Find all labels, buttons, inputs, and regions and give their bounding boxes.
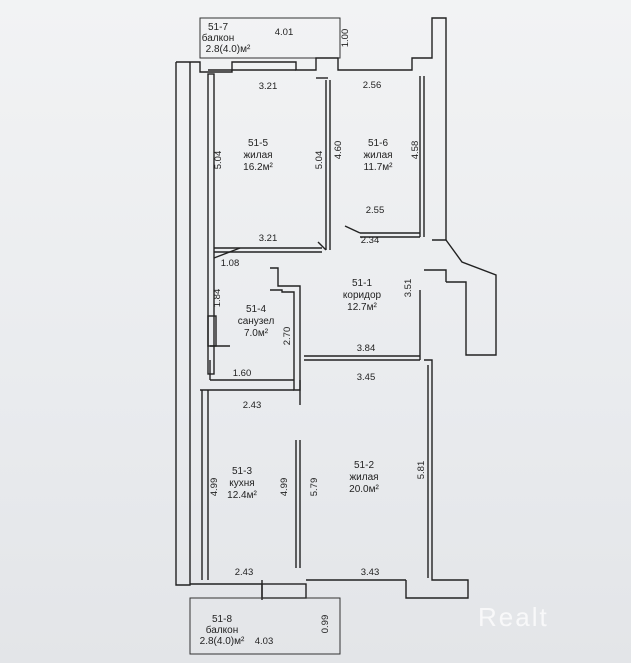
room-51-7-name: балкон [202,32,234,44]
balcony-top [199,17,341,59]
dim-k-l: 4.99 [209,478,220,497]
dim-top516: 2.56 [363,80,382,91]
room-51-2-name: жилая [349,472,378,483]
room-51-8-name: балкон [206,624,238,636]
dim-lr-r: 5.81 [416,461,427,480]
balcony-bottom [189,597,341,655]
dim-top515: 3.21 [259,81,278,92]
room-51-2-area: 20.0м² [349,484,379,495]
room-51-4-area: 7.0м² [244,328,269,339]
dim-r516: 4.58 [410,141,421,160]
dim-cor-r: 3.51 [403,279,414,298]
room-51-7-area: 2.8(4.0)м² [206,44,251,55]
dim-k-r: 4.99 [279,478,290,497]
dim-bot516: 2.55 [366,205,385,216]
dim-l516: 4.60 [333,141,344,160]
dim-san-l: 1.84 [212,289,223,308]
room-51-3-id: 51-3 [232,466,252,477]
room-51-3-name: кухня [229,478,254,489]
dim-l515: 5.04 [213,151,224,170]
dim-san-top: 1.08 [221,258,240,269]
room-51-3-area: 12.4м² [227,490,257,501]
room-51-6-name: жилая [363,150,392,161]
room-51-1-area: 12.7м² [347,302,377,313]
dim-cor-bot: 3.45 [357,372,376,383]
dim-san-bot: 1.60 [233,368,252,379]
watermark-logo: Realt [478,602,549,632]
room-51-7-id: 51-7 [208,22,228,33]
room-51-8-id: 51-8 [212,614,232,625]
dim-bot515: 3.21 [259,233,278,244]
room-51-4-id: 51-4 [246,304,266,315]
room-51-2-id: 51-2 [354,460,374,471]
dim-bot516b: 2.34 [361,235,380,246]
dim-lr-bot: 3.43 [361,567,380,578]
room-51-5-id: 51-5 [248,138,268,149]
room-51-6-id: 51-6 [368,138,388,149]
room-51-6-area: 11.7м² [364,162,394,173]
dim-san-r: 2.70 [282,327,293,346]
dim-k-bot: 2.43 [235,567,254,578]
room-51-5-name: жилая [243,150,272,161]
room-51-1-name: коридор [343,290,382,301]
dim-k-top: 2.43 [243,400,262,411]
dim-b7-w: 1.00 [340,29,351,48]
dim-r515: 5.04 [314,151,325,170]
dim-cor-top: 3.84 [357,343,376,354]
dim-lr-l: 5.79 [309,478,320,497]
dim-b8-w: 0.99 [320,615,331,634]
room-51-5-area: 16.2м² [243,162,273,173]
room-51-1-id: 51-1 [352,278,372,289]
room-51-8-area: 2.8(4.0)м² [200,636,245,647]
dim-b8-len: 4.03 [255,636,274,647]
dim-b7-len: 4.01 [275,27,294,38]
room-51-4-name: санузел [238,316,275,327]
